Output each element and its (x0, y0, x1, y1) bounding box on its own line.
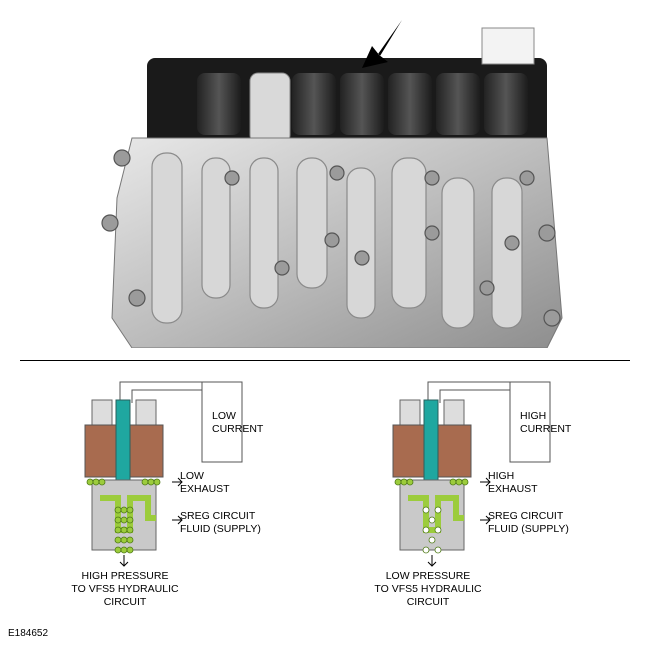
exhaust-label: LOW EXHAUST (180, 470, 230, 495)
solenoid-row (197, 72, 528, 144)
supply-label: SREG CIRCUIT FLUID (SUPPLY) (488, 510, 569, 535)
connector (481, 27, 535, 65)
solenoid-schematic (84, 381, 243, 567)
indicated-solenoid (340, 73, 384, 135)
output-label: LOW PRESSURE TO VFS5 HYDRAULIC CIRCUIT (374, 570, 482, 608)
valve-body-photo (101, 20, 563, 348)
solenoid-diagram-high-current: HIGH CURRENT HIGH EXHAUST SREG CIRCUIT F… (368, 370, 650, 620)
pointer-arrow (362, 20, 402, 68)
solenoid-diagram-low-current: LOW CURRENT LOW EXHAUST SREG CIRCUIT FLU… (60, 370, 360, 620)
bolts (101, 149, 561, 327)
solenoid-schematic (392, 381, 551, 567)
output-label: HIGH PRESSURE TO VFS5 HYDRAULIC CIRCUIT (71, 570, 179, 608)
figure-id: E184652 (8, 628, 49, 639)
supply-label: SREG CIRCUIT FLUID (SUPPLY) (180, 510, 261, 535)
current-label: HIGH CURRENT (520, 410, 572, 435)
current-label: LOW CURRENT (212, 410, 264, 435)
exhaust-label: HIGH EXHAUST (488, 470, 538, 495)
section-divider (20, 360, 630, 361)
